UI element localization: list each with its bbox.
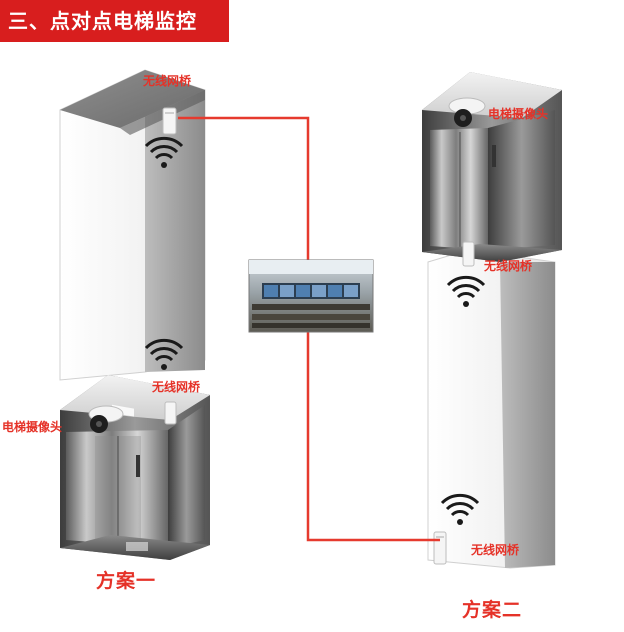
left-car-bridge-label: 无线网桥 bbox=[152, 380, 201, 394]
right-bottom-bridge-label: 无线网桥 bbox=[471, 543, 520, 557]
monitoring-center-image bbox=[248, 259, 374, 333]
left-camera-label: 电梯摄像头 bbox=[2, 420, 63, 434]
link-left-bridge-to-monitor bbox=[178, 116, 310, 260]
right-car-bridge-label: 无线网桥 bbox=[484, 259, 533, 273]
connection-lines bbox=[178, 116, 440, 542]
left-top-bridge-label: 无线网桥 bbox=[143, 74, 192, 88]
right-car-bridge-device bbox=[462, 241, 475, 267]
right-dome-camera bbox=[448, 97, 486, 127]
right-camera-label: 电梯摄像头 bbox=[488, 107, 549, 121]
page-title: 三、点对点电梯监控 bbox=[8, 9, 197, 33]
left-elevator-car bbox=[60, 375, 210, 560]
wifi-icon bbox=[144, 136, 184, 168]
wifi-icon bbox=[144, 338, 184, 370]
left-dome-camera bbox=[88, 405, 124, 433]
left-shaft bbox=[59, 69, 206, 381]
wifi-icon bbox=[440, 493, 480, 525]
left-car-bridge-device bbox=[164, 401, 177, 425]
right-scheme-label: 方案二 bbox=[462, 599, 523, 621]
left-top-bridge-device bbox=[162, 107, 177, 135]
wifi-icon bbox=[446, 275, 486, 307]
title-banner: 三、点对点电梯监控 bbox=[0, 0, 229, 42]
link-monitor-to-right-bridge bbox=[306, 332, 440, 542]
right-shaft bbox=[427, 249, 556, 569]
right-elevator-car bbox=[422, 72, 562, 262]
left-scheme-label: 方案一 bbox=[96, 570, 157, 592]
right-bottom-bridge-device bbox=[433, 531, 447, 565]
